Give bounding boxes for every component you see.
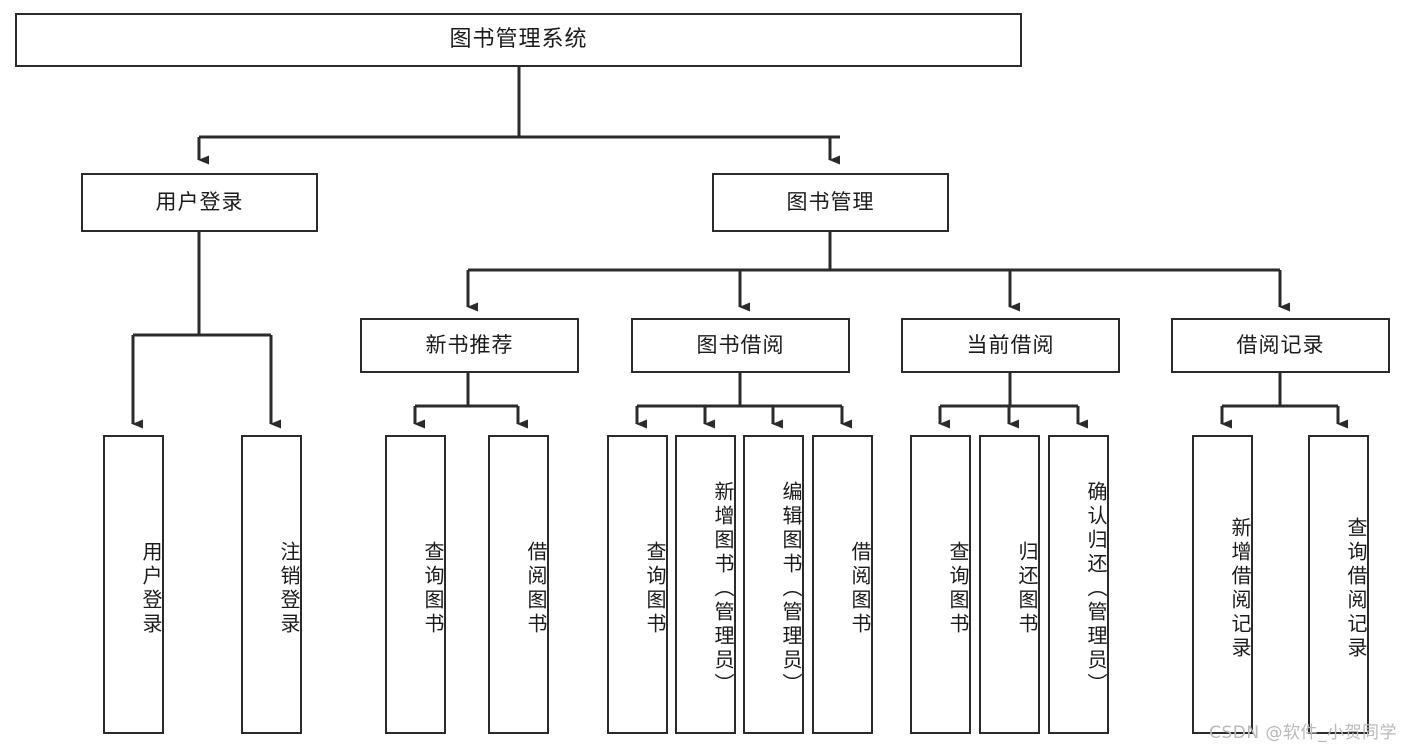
node-user-login[interactable]: 用户登录: [81, 173, 318, 232]
leaf-add-book-label: 新增图书（管理员）: [711, 480, 735, 697]
node-root[interactable]: 图书管理系统: [15, 13, 1022, 67]
node-current-borrow[interactable]: 当前借阅: [901, 318, 1120, 373]
leaf-confirm-return-label: 确认归还（管理员）: [1084, 480, 1108, 697]
leaf-query-book-2-label: 查询图书: [643, 540, 667, 637]
node-book-borrow-label: 图书借阅: [696, 332, 785, 357]
node-borrow-record-label: 借阅记录: [1236, 332, 1325, 357]
leaf-borrow-book-2[interactable]: 借阅图书: [812, 435, 873, 734]
leaf-logout-label: 注销登录: [277, 540, 301, 637]
leaf-edit-book-label: 编辑图书（管理员）: [779, 480, 803, 697]
node-current-borrow-label: 当前借阅: [966, 332, 1055, 357]
leaf-logout[interactable]: 注销登录: [241, 435, 302, 734]
leaf-add-book[interactable]: 新增图书（管理员）: [675, 435, 736, 734]
leaf-confirm-return[interactable]: 确认归还（管理员）: [1048, 435, 1109, 734]
leaf-return-book[interactable]: 归还图书: [979, 435, 1040, 734]
leaf-borrow-book-1[interactable]: 借阅图书: [488, 435, 549, 734]
leaf-add-record[interactable]: 新增借阅记录: [1192, 435, 1253, 734]
node-book-manage[interactable]: 图书管理: [712, 173, 949, 232]
node-new-book-recommend-label: 新书推荐: [425, 332, 514, 357]
leaf-query-record-label: 查询借阅记录: [1344, 516, 1368, 661]
node-user-login-label: 用户登录: [155, 189, 244, 214]
leaf-user-login[interactable]: 用户登录: [103, 435, 164, 734]
node-new-book-recommend[interactable]: 新书推荐: [360, 318, 579, 373]
leaf-query-book-1[interactable]: 查询图书: [385, 435, 446, 734]
leaf-user-login-label: 用户登录: [139, 540, 163, 637]
leaf-borrow-book-1-label: 借阅图书: [524, 540, 548, 637]
leaf-borrow-book-2-label: 借阅图书: [848, 540, 872, 637]
leaf-edit-book[interactable]: 编辑图书（管理员）: [743, 435, 804, 734]
leaf-query-book-3-label: 查询图书: [946, 540, 970, 637]
leaf-add-record-label: 新增借阅记录: [1228, 516, 1252, 661]
node-book-manage-label: 图书管理: [786, 189, 875, 214]
leaf-query-book-1-label: 查询图书: [421, 540, 445, 637]
node-root-label: 图书管理系统: [449, 26, 588, 52]
leaf-return-book-label: 归还图书: [1015, 540, 1039, 637]
node-borrow-record[interactable]: 借阅记录: [1171, 318, 1390, 373]
leaf-query-book-2[interactable]: 查询图书: [607, 435, 668, 734]
leaf-query-record[interactable]: 查询借阅记录: [1308, 435, 1369, 734]
watermark: CSDN @软件_小贺同学: [1209, 723, 1397, 743]
node-book-borrow[interactable]: 图书借阅: [631, 318, 850, 373]
leaf-query-book-3[interactable]: 查询图书: [910, 435, 971, 734]
